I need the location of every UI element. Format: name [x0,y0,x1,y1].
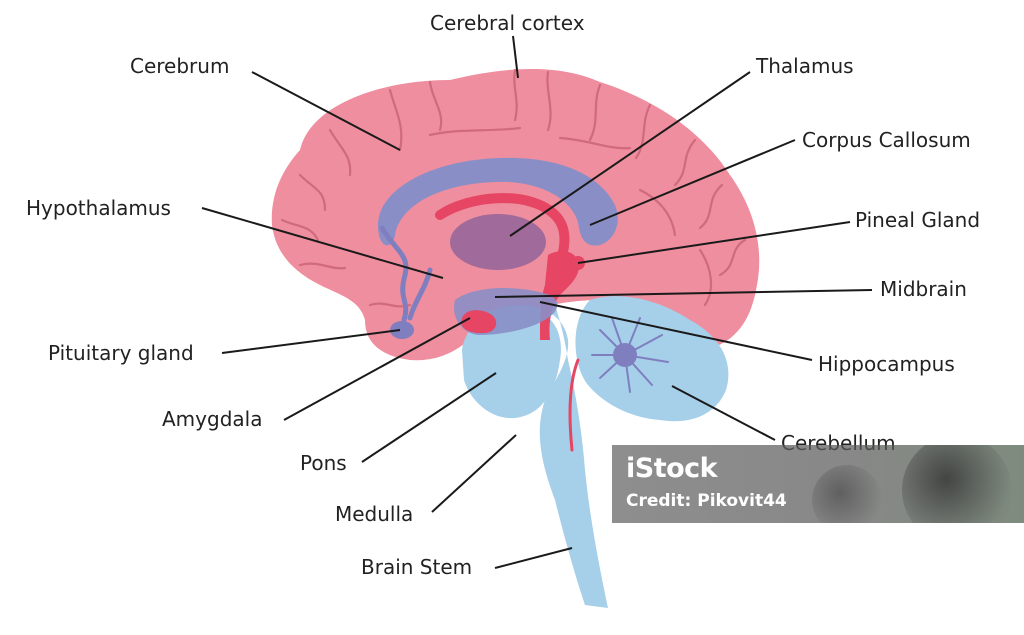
pons-shape [462,308,561,419]
pituitary-stalk [379,225,409,323]
amygdala-shape [461,310,497,334]
label-hippocampus: Hippocampus [818,352,955,376]
cerebellum-core [613,343,637,367]
label-amygdala: Amygdala [162,407,262,431]
watermark-credit: Credit: Pikovit44 [626,491,787,511]
label-brain-stem: Brain Stem [361,555,472,579]
pituitary-gland-shape [390,321,414,339]
leader-lines [201,35,873,569]
artery-line [568,358,580,452]
label-corpus-callosum: Corpus Callosum [802,128,971,152]
cortex-gyri [280,68,747,308]
stock-watermark: iStock Credit: Pikovit44 [612,445,1024,523]
label-pineal-gland: Pineal Gland [855,208,980,232]
label-pituitary-gland: Pituitary gland [48,341,194,365]
corpus-callosum-shape [378,157,618,246]
watermark-logo: iStock [626,453,718,484]
label-cerebral-cortex: Cerebral cortex [430,11,585,35]
label-midbrain: Midbrain [880,277,967,301]
label-thalamus: Thalamus [755,54,854,78]
label-pons: Pons [300,451,347,475]
cerebrum-shape [271,68,760,361]
label-hypothalamus: Hypothalamus [26,196,171,220]
label-medulla: Medulla [335,502,413,526]
label-cerebrum: Cerebrum [130,54,229,78]
brain-stem-shape [469,305,608,608]
labels: Cerebral cortex Cerebrum Thalamus Corpus… [26,11,980,579]
